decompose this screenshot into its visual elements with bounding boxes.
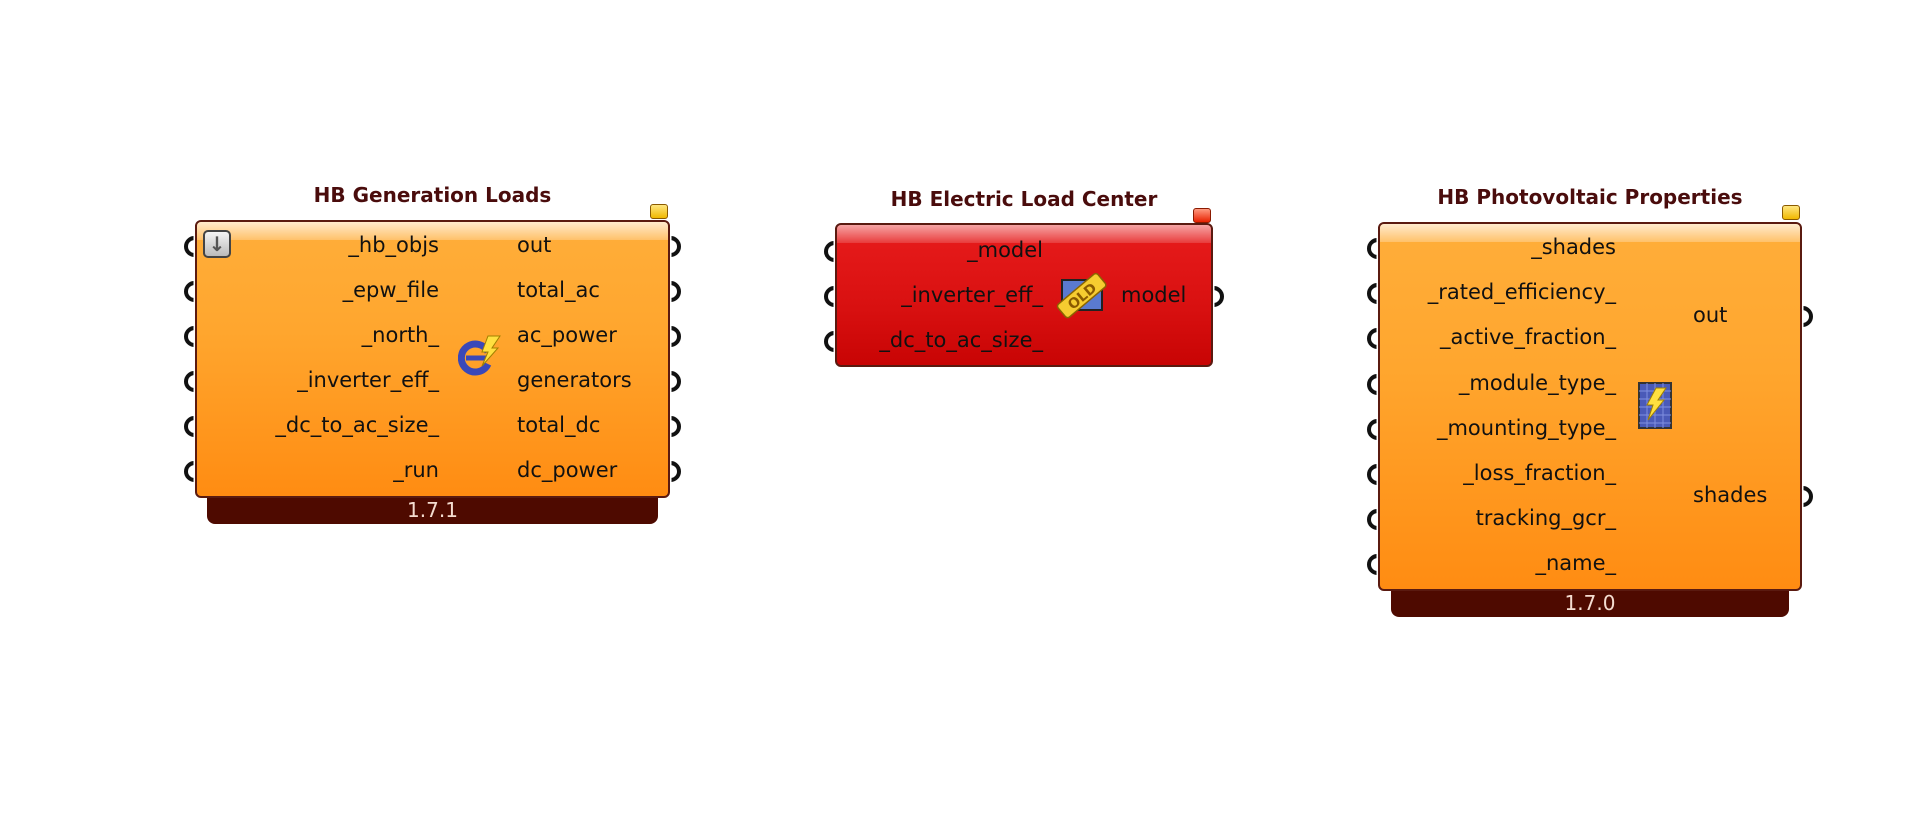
output-shades[interactable]: shades (1693, 483, 1768, 507)
input-shades[interactable]: _shades (1531, 235, 1616, 259)
output-out[interactable]: out (517, 233, 552, 257)
message-balloon-icon[interactable] (1782, 205, 1800, 220)
input-grip[interactable] (184, 281, 194, 302)
output-grip[interactable] (671, 461, 681, 482)
version-label: 1.7.0 (1391, 587, 1789, 617)
output-grip[interactable] (1803, 486, 1813, 507)
output-total-ac[interactable]: total_ac (517, 278, 600, 302)
input-rated-efficiency[interactable]: _rated_efficiency_ (1427, 280, 1616, 304)
input-grip[interactable] (1367, 419, 1377, 440)
output-grip[interactable] (671, 326, 681, 347)
input-module-type[interactable]: _module_type_ (1458, 371, 1616, 395)
input-grip[interactable] (184, 416, 194, 437)
input-inverter-eff[interactable]: _inverter_eff_ (297, 368, 439, 392)
input-grip[interactable] (1367, 328, 1377, 349)
message-balloon-icon[interactable] (650, 204, 668, 219)
input-grip[interactable] (824, 331, 834, 352)
output-dc-power[interactable]: dc_power (517, 458, 618, 482)
output-total-dc[interactable]: total_dc (517, 413, 601, 437)
version-label: 1.7.1 (207, 494, 658, 524)
output-model[interactable]: model (1121, 283, 1187, 307)
input-grip[interactable] (1367, 464, 1377, 485)
input-grip[interactable] (824, 241, 834, 262)
output-grip[interactable] (671, 236, 681, 257)
input-mounting-type[interactable]: _mounting_type_ (1436, 416, 1616, 440)
output-grip[interactable] (1214, 286, 1224, 307)
input-active-fraction[interactable]: _active_fraction_ (1440, 325, 1616, 349)
input-loss-fraction[interactable]: _loss_fraction_ (1463, 461, 1616, 485)
output-out[interactable]: out (1693, 303, 1728, 327)
input-grip[interactable] (1367, 554, 1377, 575)
input-grip[interactable] (184, 461, 194, 482)
component-body[interactable] (195, 220, 670, 498)
output-generators[interactable]: generators (517, 368, 632, 392)
download-arrow-icon[interactable]: ↓ (203, 230, 231, 258)
input-epw-file[interactable]: _epw_file (342, 278, 439, 302)
output-ac-power[interactable]: ac_power (517, 323, 617, 347)
input-north[interactable]: _north_ (361, 323, 439, 347)
input-grip[interactable] (184, 236, 194, 257)
input-name[interactable]: _name_ (1535, 551, 1616, 575)
input-grip[interactable] (1367, 238, 1377, 259)
photovoltaic-panel-icon (1638, 382, 1672, 429)
input-inverter-eff[interactable]: _inverter_eff_ (901, 283, 1043, 307)
component-title: HB Photovoltaic Properties (1437, 185, 1743, 209)
error-balloon-icon[interactable] (1193, 208, 1211, 223)
input-hb-objs[interactable]: _hb_objs (348, 233, 439, 257)
input-tracking-gcr[interactable]: tracking_gcr_ (1475, 506, 1616, 530)
component-title: HB Electric Load Center (890, 187, 1158, 211)
input-grip[interactable] (1367, 283, 1377, 304)
component-body[interactable] (835, 223, 1213, 367)
old-component-icon: OLD (1056, 272, 1107, 319)
component-body[interactable] (1378, 222, 1802, 591)
input-dc-to-ac-size[interactable]: _dc_to_ac_size_ (879, 328, 1043, 352)
input-grip[interactable] (824, 286, 834, 307)
input-dc-to-ac-size[interactable]: _dc_to_ac_size_ (275, 413, 439, 437)
output-grip[interactable] (1803, 306, 1813, 327)
output-grip[interactable] (671, 416, 681, 437)
component-title: HB Generation Loads (313, 183, 552, 207)
input-grip[interactable] (1367, 509, 1377, 530)
input-model[interactable]: _model (967, 238, 1043, 262)
input-grip[interactable] (184, 371, 194, 392)
input-run[interactable]: _run (393, 458, 439, 482)
input-grip[interactable] (1367, 374, 1377, 395)
output-grip[interactable] (671, 371, 681, 392)
output-grip[interactable] (671, 281, 681, 302)
generation-loads-icon (458, 335, 501, 376)
input-grip[interactable] (184, 326, 194, 347)
